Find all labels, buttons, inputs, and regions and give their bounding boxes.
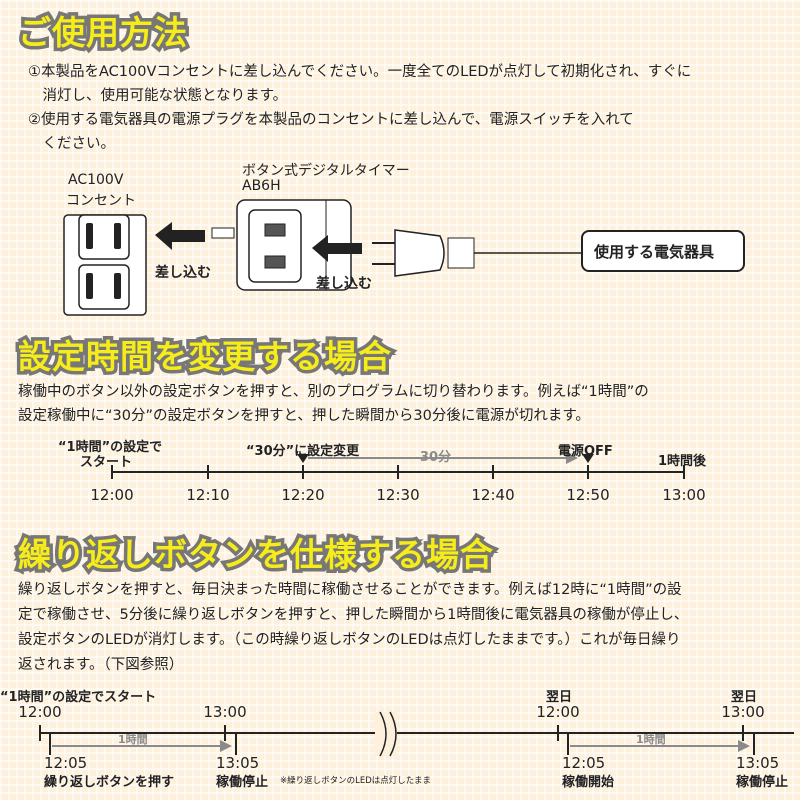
- tick-label: 12:20: [281, 486, 325, 504]
- repeat-line: 設定ボタンのLEDが消灯します。（この時繰り返しボタンのLEDは点灯したままです…: [18, 632, 681, 648]
- usage-line: ①本製品をAC100Vコンセントに差し込んでください。一度全てのLEDが点灯して…: [28, 64, 692, 80]
- tl2-duration: 1時間: [118, 733, 148, 746]
- change-line: 稼働中のボタン以外の設定ボタンを押すと、別のプログラムに切り替わります。例えば“…: [18, 384, 649, 400]
- tick-label: 12:50: [566, 486, 610, 504]
- tl2-time: 13:00: [721, 703, 765, 721]
- repeat-line: 繰り返しボタンを押すと、毎日決まった時間に稼働させることができます。例えば12時…: [18, 582, 682, 598]
- tl2-event-label: 稼働開始: [562, 775, 615, 790]
- tl2-event-label: 稼働停止: [216, 775, 269, 790]
- tl2-event-time: 13:05: [216, 754, 260, 772]
- tl1-off-label: 電源OFF: [558, 444, 613, 459]
- appliance-label: 使用する電気器具: [594, 243, 715, 261]
- insert-label: 差し込む: [316, 276, 372, 292]
- insert-label: 差し込む: [155, 265, 211, 281]
- tl2-time: 12:00: [18, 703, 62, 721]
- tick-label: 12:30: [376, 486, 420, 504]
- tl1-end-label: 1時間後: [658, 454, 707, 469]
- tl2-duration: 1時間: [636, 733, 666, 746]
- tl1-change-label: “30分”に設定変更: [246, 444, 360, 459]
- change-line: 設定稼働中に“30分”の設定ボタンを押すと、押した瞬間から30分後に電源が切れま…: [18, 408, 590, 424]
- usage-line: 消灯し、使用可能な状態となります。: [28, 88, 288, 104]
- tl2-start-label: “1時間”の設定でスタート: [0, 690, 157, 705]
- tick-label: 12:10: [186, 486, 230, 504]
- tl1-duration: 30分: [420, 450, 452, 465]
- repeat-line: 定で稼働させ、5分後に繰り返しボタンを押すと、押した瞬間から1時間後に電気器具の…: [18, 607, 689, 623]
- timer-label: ボタン式デジタルタイマー: [242, 163, 410, 179]
- led-note: ※繰り返しボタンのLEDは点灯したまま: [280, 776, 432, 786]
- usage-line: ください。: [28, 136, 115, 152]
- tl2-event-time: 12:05: [562, 754, 606, 772]
- tl2-event-time: 12:05: [44, 754, 88, 772]
- tick-label: 12:40: [471, 486, 515, 504]
- timer-model: AB6H: [242, 178, 281, 194]
- section-title-usage: ご使用方法: [15, 10, 191, 56]
- tick-label: 12:00: [90, 486, 134, 504]
- tl1-start-label: “1時間”の設定で: [58, 440, 163, 455]
- tl2-event-label: 稼働停止: [736, 775, 789, 790]
- section-title-change-time: 設定時間を変更する場合: [15, 334, 395, 380]
- section-title-repeat: 繰り返しボタンを仕様する場合: [15, 532, 497, 578]
- repeat-line: 返されます。（下図参照）: [18, 657, 184, 673]
- next-day-label: 翌日: [731, 690, 758, 705]
- tl2-event-time: 13:05: [736, 754, 780, 772]
- tl1-start-label: スタート: [80, 455, 133, 470]
- tl2-time: 13:00: [203, 703, 247, 721]
- usage-line: ②使用する電気器具の電源プラグを本製品のコンセントに差し込んで、電源スイッチを入…: [28, 112, 634, 128]
- tl2-time: 12:00: [536, 703, 580, 721]
- next-day-label: 翌日: [546, 690, 573, 705]
- outlet-label: AC100V: [68, 172, 124, 188]
- tick-label: 13:00: [662, 486, 706, 504]
- outlet-label: コンセント: [66, 193, 136, 209]
- tl2-event-label: 繰り返しボタンを押す: [44, 775, 175, 790]
